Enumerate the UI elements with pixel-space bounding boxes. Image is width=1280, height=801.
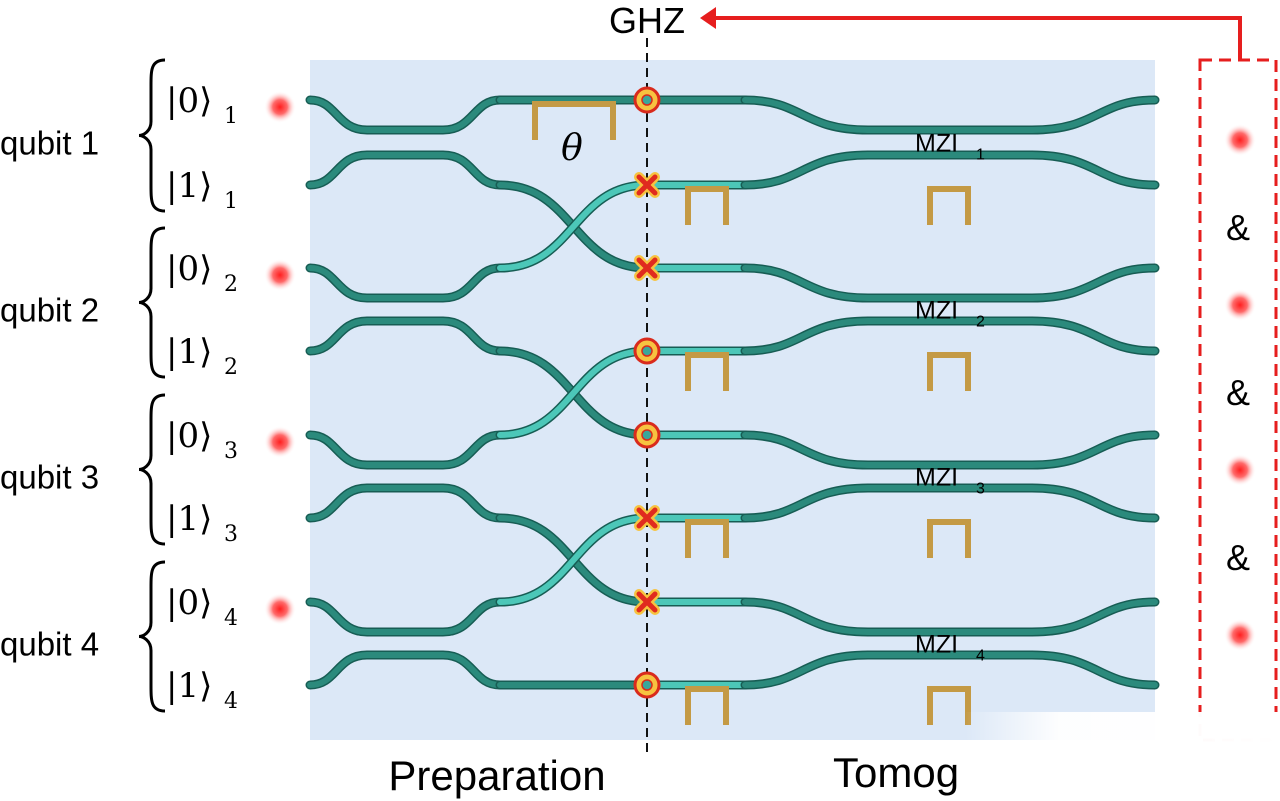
wg-prep-q3-bot	[307, 485, 503, 521]
ghz-label: GHZ	[609, 0, 685, 41]
wg-prep-q4-bot	[307, 652, 503, 688]
phase-heater-q3-b	[927, 519, 971, 558]
ket-1-q2: |1⟩	[166, 332, 212, 372]
wg-cross-3-up	[497, 515, 650, 605]
ket-1-subscript-q3: 3	[224, 522, 238, 547]
phase-heater-q3-a	[685, 519, 729, 558]
input-photon-icon	[264, 91, 296, 123]
mzi-2-label: MZI	[915, 297, 958, 325]
brace-icon	[138, 560, 166, 713]
ket-0-subscript-q2: 2	[224, 272, 238, 297]
coincidence-box	[1198, 58, 1278, 742]
projection-cross-icon	[636, 507, 658, 529]
ket-0-subscript-q4: 4	[224, 606, 238, 631]
wg-cross-2-up	[497, 348, 650, 438]
ket-0-q3: |0⟩	[166, 416, 212, 456]
ket-1-q1: |1⟩	[166, 166, 212, 206]
input-photon-icon	[264, 426, 296, 458]
ket-0-q1: |0⟩	[166, 81, 212, 121]
wg-mzi-q3-top	[742, 432, 1158, 468]
qubit-2-label: qubit 2	[0, 292, 99, 329]
heaters	[532, 101, 971, 725]
input-photon-icon	[264, 259, 296, 291]
mzi-1-subscript: 1	[976, 147, 985, 164]
mzi-4-subscript: 4	[976, 648, 985, 665]
preparation-label: Preparation	[388, 752, 605, 799]
theta-label: θ	[561, 128, 583, 169]
chip-panel	[310, 60, 1155, 740]
wg-mzi-q4-top	[742, 599, 1158, 635]
brace-icon	[138, 58, 166, 213]
wg-cross-1-up	[497, 182, 650, 271]
projection-cross-icon	[636, 257, 658, 279]
qubit-1-label: qubit 1	[0, 125, 99, 162]
theta-heater	[532, 101, 616, 140]
ket-0-q4: |0⟩	[166, 583, 212, 623]
waveguides	[305, 95, 1160, 690]
mzi-3-subscript: 3	[976, 481, 985, 498]
projection-circle-core	[641, 94, 653, 106]
ket-1-subscript-q4: 4	[224, 689, 238, 714]
detector-click-icon	[1224, 289, 1256, 321]
qubit-4-label: qubit 4	[0, 626, 99, 663]
wg-prep-q2-top	[307, 265, 503, 301]
coincidence-and: &	[1226, 207, 1250, 248]
wg-prep-q2-bot	[307, 318, 503, 354]
qubit-labels: qubit 1 |0⟩ 1 |1⟩ 1 qubit 2 |0⟩ 2 |1⟩ 2 qubit 3 |0⟩…	[0, 58, 238, 714]
wg-mzi-q2-top	[742, 265, 1158, 301]
mzi-1-label: MZI	[915, 130, 958, 158]
fade-overlay	[965, 712, 1280, 801]
wg-prep-q4-top	[307, 599, 503, 635]
mzi-2-subscript: 2	[976, 314, 985, 331]
qubit-3-label: qubit 3	[0, 459, 99, 496]
arrowhead-icon	[700, 7, 716, 29]
ket-0-subscript-q1: 1	[224, 104, 238, 129]
wg-mzi-q4-bot	[742, 652, 1158, 688]
input-photons	[264, 91, 296, 625]
wg-prep-q3-top	[307, 432, 503, 468]
phase-heater-q4-b	[927, 686, 971, 725]
ket-1-q3: |1⟩	[166, 499, 212, 539]
projection-cross-icon	[636, 174, 658, 196]
ket-1-subscript-q2: 2	[224, 355, 238, 380]
brace-icon	[138, 226, 166, 379]
ket-0-q2: |0⟩	[166, 249, 212, 289]
projection-circle-core	[641, 679, 653, 691]
feedback-arrow	[700, 7, 1242, 60]
coincidence-and: &	[1226, 537, 1250, 578]
mzi-3-label: MZI	[915, 464, 958, 492]
phase-heater-q1-b	[927, 186, 971, 225]
projection-cross-icon	[636, 591, 658, 613]
phase-heater-q1-a	[685, 186, 729, 225]
projection-markers	[633, 86, 661, 699]
phase-heater-q2-a	[685, 352, 729, 391]
detector-click-icon	[1224, 454, 1256, 486]
wg-prep-q1-bot	[307, 152, 503, 188]
phase-heater-q4-a	[685, 686, 729, 725]
wg-mzi-q1-bot	[742, 152, 1158, 188]
detector-click-icon	[1224, 619, 1256, 651]
wg-mzi-q2-bot	[742, 318, 1158, 354]
detectors: & & &	[1224, 124, 1256, 651]
mzi-4-label: MZI	[915, 631, 958, 659]
wg-mzi-q1-top	[742, 97, 1158, 133]
projection-circle-core	[641, 345, 653, 357]
coincidence-and: &	[1226, 372, 1250, 413]
brace-icon	[138, 393, 166, 546]
ket-0-subscript-q3: 3	[224, 439, 238, 464]
wg-prep-q1-top	[307, 97, 503, 133]
ket-1-q4: |1⟩	[166, 666, 212, 706]
projection-circle-core	[641, 429, 653, 441]
wg-mzi-q3-bot	[742, 485, 1158, 521]
tomography-label: Tomog	[833, 749, 959, 796]
input-photon-icon	[264, 593, 296, 625]
ket-1-subscript-q1: 1	[224, 189, 238, 214]
detector-click-icon	[1224, 124, 1256, 156]
phase-heater-q2-b	[927, 352, 971, 391]
